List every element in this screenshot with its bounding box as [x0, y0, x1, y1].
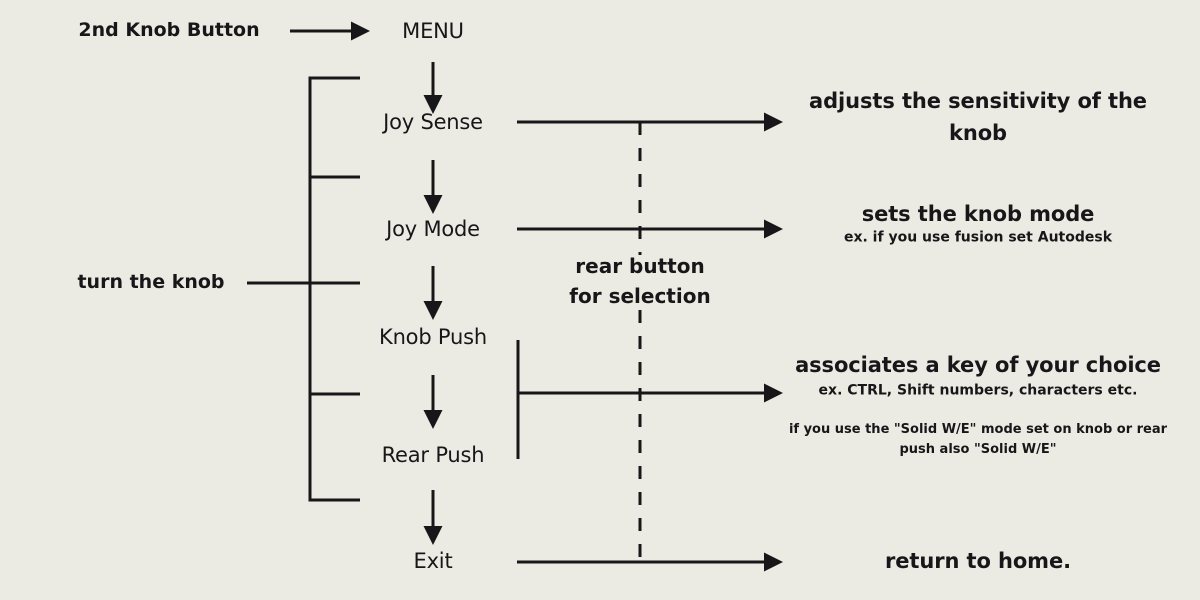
node-menu[interactable]: MENU: [402, 18, 464, 43]
entry-label: 2nd Knob Button: [78, 19, 260, 42]
node-joy-sense[interactable]: Joy Sense: [383, 109, 483, 134]
bracket-turn-the-knob-spine: [308, 76, 360, 502]
node-joy-mode[interactable]: Joy Mode: [386, 216, 480, 241]
node-knob-push[interactable]: Knob Push: [379, 324, 487, 349]
desc-joy-sense-line-1: adjusts the sensitivity of the: [809, 88, 1147, 113]
desc-push-note-line-2: push also "Solid W/E": [899, 442, 1057, 457]
node-exit[interactable]: Exit: [413, 548, 453, 573]
desc-joy-sense-line-2: knob: [949, 120, 1007, 145]
desc-push-note: if you use the "Solid W/E" mode set on k…: [789, 420, 1167, 460]
desc-push-main: associates a key of your choice: [795, 352, 1161, 377]
desc-joy-mode-main: sets the knob mode: [861, 201, 1095, 226]
desc-exit-main: return to home.: [885, 548, 1071, 573]
selection-note: rear button for selection: [569, 251, 710, 311]
selection-note-line-1: rear button: [575, 254, 705, 278]
desc-push-note-line-1: if you use the "Solid W/E" mode set on k…: [788, 421, 1168, 437]
bracket-label-turn-the-knob: turn the knob: [77, 271, 225, 294]
selection-note-line-2: for selection: [569, 284, 711, 308]
desc-joy-mode-sub: ex. if you use fusion set Autodesk: [843, 229, 1113, 246]
node-rear-push[interactable]: Rear Push: [381, 442, 485, 467]
desc-push-sub: ex. CTRL, Shift numbers, characters etc.: [818, 382, 1138, 399]
